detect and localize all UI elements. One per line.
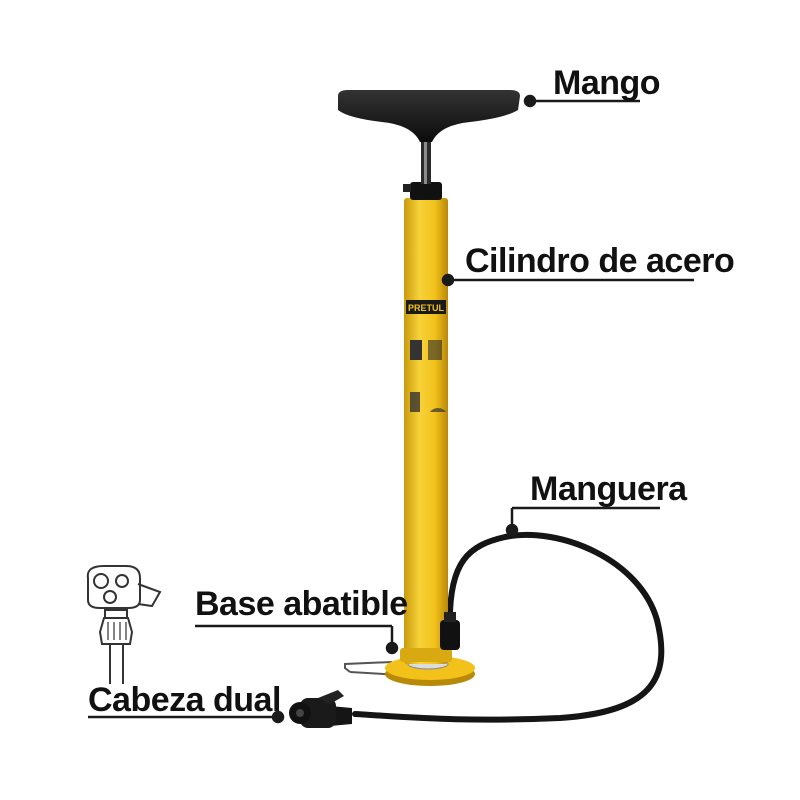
callout-lines [88,94,694,724]
label-cilindro: Cilindro de acero [465,242,735,280]
label-mango: Mango [553,64,661,102]
brand-label: PRETUL [408,303,445,313]
handle [338,90,520,142]
label-cabeza: Cabeza dual [88,681,281,719]
hose [352,531,665,723]
steel-cylinder: PRETUL [400,198,452,664]
label-manguera: Manguera [530,470,687,508]
dual-head-sketch [86,565,162,684]
label-base: Base abatible [195,585,408,623]
dual-head [289,690,352,728]
